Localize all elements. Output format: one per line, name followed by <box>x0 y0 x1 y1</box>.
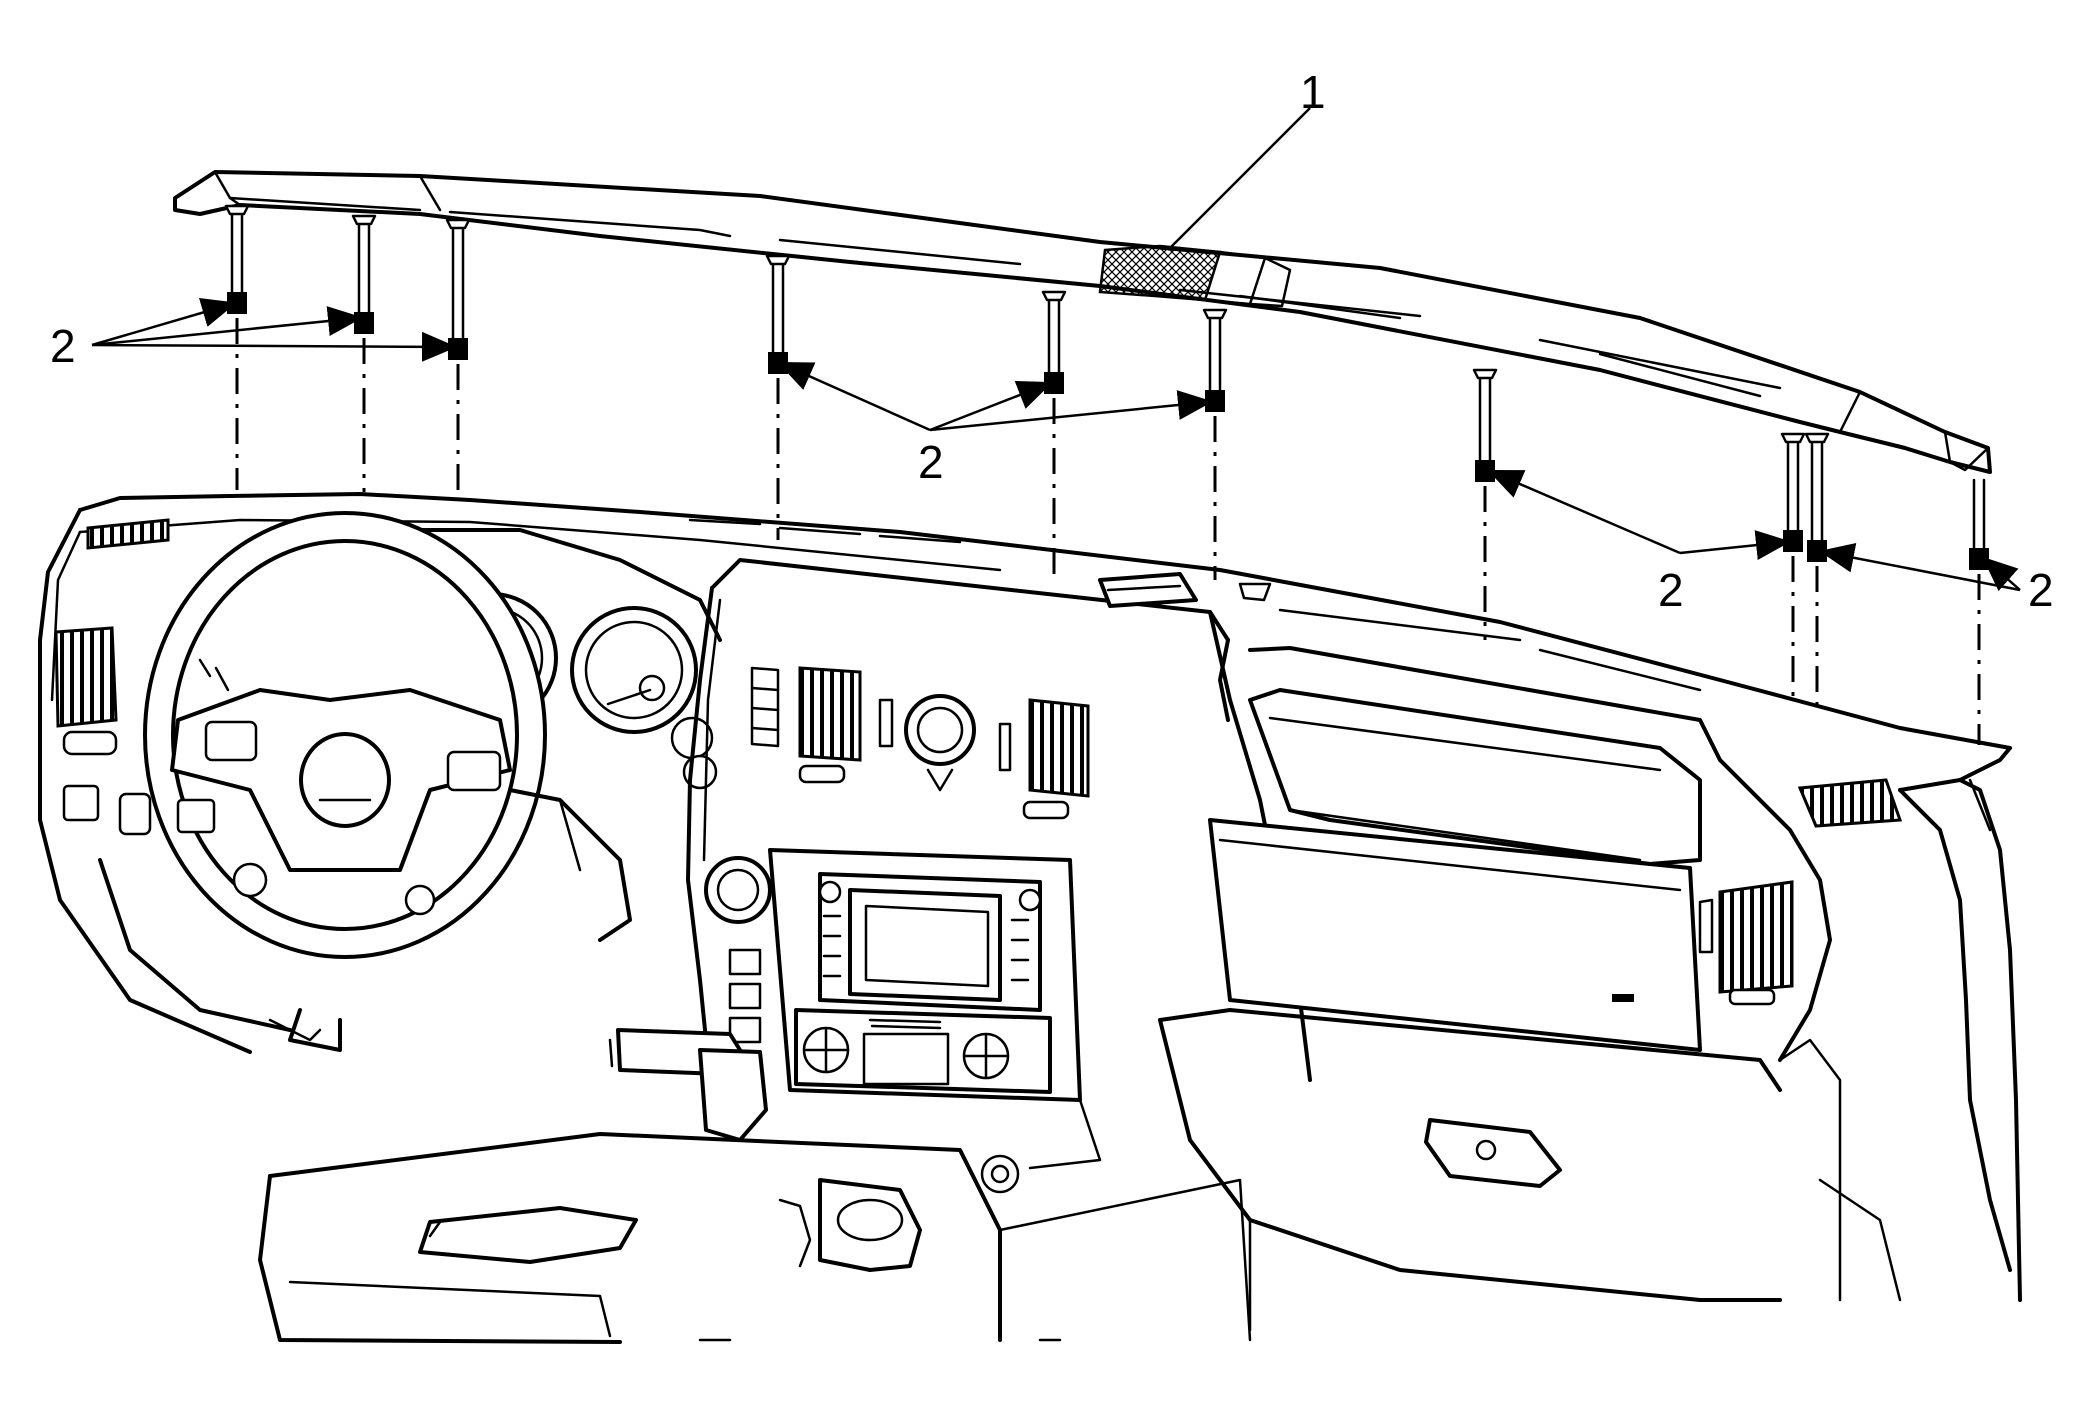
console-lid <box>418 1206 638 1264</box>
callout-2-right-b: 2 <box>2028 564 2054 616</box>
navigation-screen <box>848 888 1002 1002</box>
cup-holder <box>818 1178 922 1272</box>
instrument-panel <box>38 492 2022 1344</box>
dash-speaker <box>1098 572 1198 608</box>
callout-1: 1 <box>1300 66 1326 118</box>
climate-display <box>862 1032 950 1086</box>
hazard-switch <box>904 694 976 766</box>
steering-controls-left <box>204 720 258 762</box>
defrost-grille-hatch <box>1098 244 1222 302</box>
volume-knob <box>704 856 772 924</box>
tachometer <box>570 606 698 734</box>
left-outer-vent <box>54 626 118 728</box>
passenger-airbag-cover <box>1208 818 1702 1052</box>
callout-2-right-a: 2 <box>1658 564 1684 616</box>
steering-controls-right <box>446 750 502 792</box>
center-vent-left <box>798 666 862 762</box>
power-outlet <box>980 1154 1020 1194</box>
center-vent-right <box>1028 698 1090 798</box>
steering-wheel <box>143 511 547 959</box>
headlamp-switch <box>62 784 100 822</box>
leader-line-1 <box>1167 107 1311 251</box>
callout-2-center: 2 <box>918 436 944 488</box>
horn-pad <box>299 732 391 828</box>
callout-labels: 1 2 2 2 2 <box>50 66 2054 616</box>
left-defrost-vent <box>86 518 170 550</box>
left-vent-knob <box>62 730 118 756</box>
passenger-center-vent <box>1718 880 1794 994</box>
passenger-outer-vent <box>1797 778 1903 828</box>
callout-2-left: 2 <box>50 320 76 372</box>
leader-lines <box>91 107 2021 592</box>
airbag-label <box>1612 994 1634 1002</box>
instrument-panel-upper-trim-pad <box>173 170 1992 474</box>
clip-stems <box>224 204 1986 550</box>
